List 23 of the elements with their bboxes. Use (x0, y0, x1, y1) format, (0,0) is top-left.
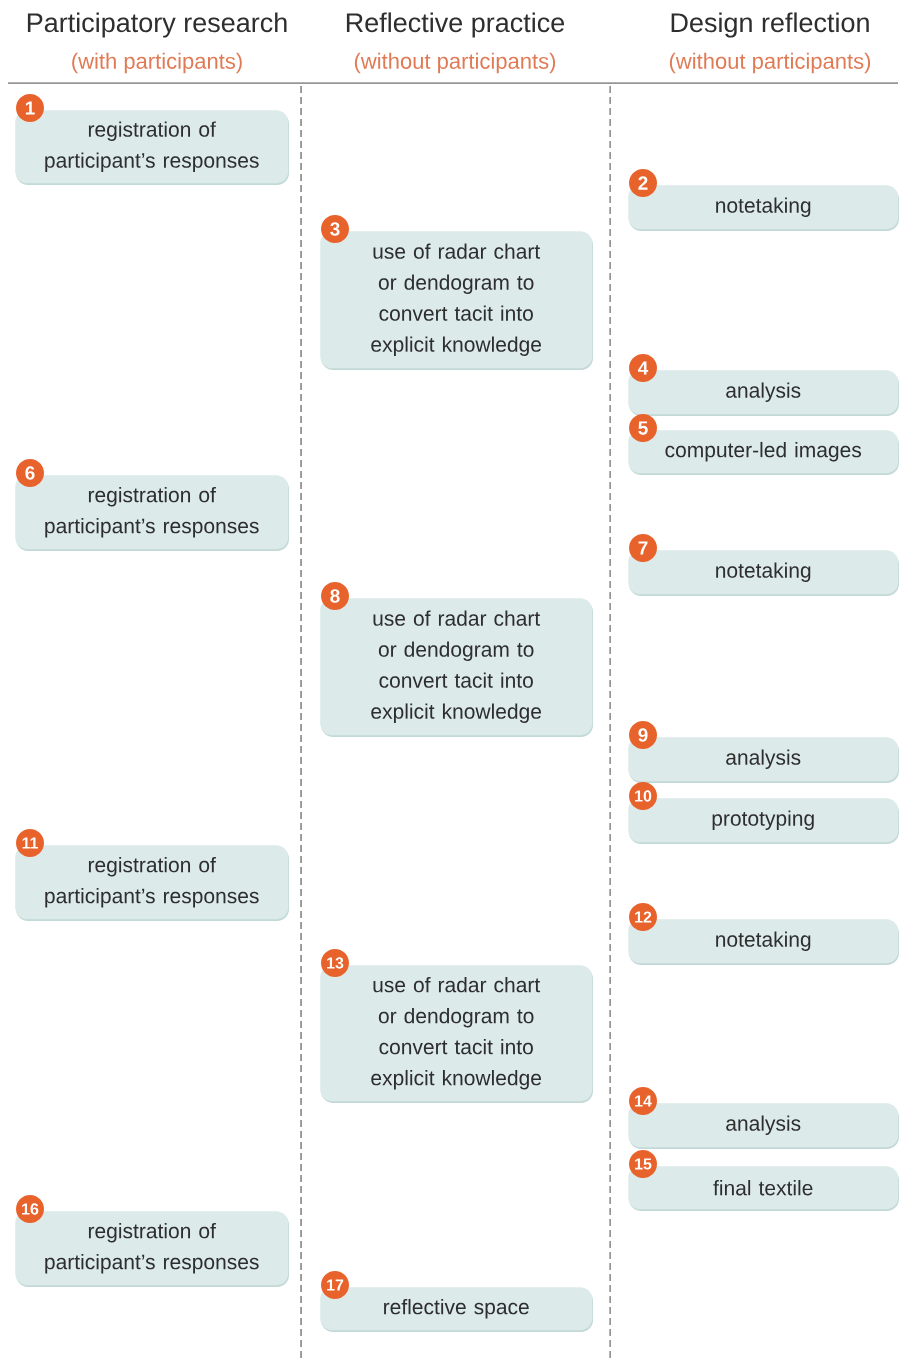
number-badge: 15 (629, 1150, 657, 1178)
column-subheading: (without participants) (354, 52, 556, 74)
number-badge: 11 (16, 829, 44, 857)
number-badge: 4 (629, 354, 657, 382)
number-badge: 6 (16, 459, 44, 487)
number-badge: 17 (321, 1271, 349, 1299)
number-badge: 1 (16, 94, 44, 122)
number-badge: 2 (629, 169, 657, 197)
column-heading: Reflective practice (346, 12, 565, 38)
number-badge: 16 (16, 1195, 44, 1223)
number-badge: 8 (321, 582, 349, 610)
number-badge: 9 (629, 721, 657, 749)
number-badge: 13 (321, 949, 349, 977)
column-subheading: (with participants) (72, 52, 242, 74)
number-badge: 14 (629, 1087, 657, 1115)
column-subheading: (without participants) (669, 52, 871, 74)
number-badge: 10 (629, 782, 657, 810)
number-badge: 3 (321, 215, 349, 243)
number-badge: 12 (629, 903, 657, 931)
number-badge: 5 (629, 414, 657, 442)
column-heading: Participatory research (27, 12, 287, 38)
column-heading: Design reflection (671, 12, 869, 38)
number-badge: 7 (629, 534, 657, 562)
